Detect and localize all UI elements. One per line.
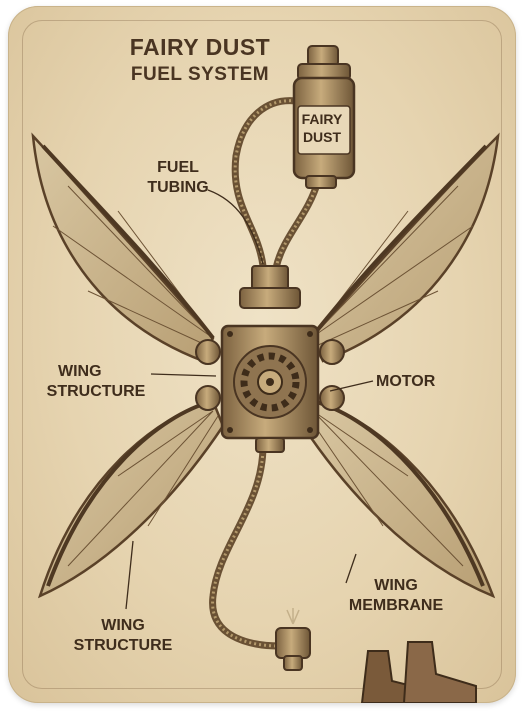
label-motor: MOTOR [376,372,466,392]
boots [362,642,476,703]
title-line-2: FUEL SYSTEM [100,64,300,86]
fuel-tube-right [276,181,318,268]
lower-fuel-tube [213,446,280,646]
label-fuel-tubing: FUEL TUBING [138,158,218,198]
canister-label: FAIRY DUST [290,110,354,146]
label-wing-structure-upper: WING STRUCTURE [36,362,156,402]
label-wing-membrane: WING MEMBRANE [334,576,458,616]
fuel-nozzle [276,608,310,670]
lower-right-wing [303,401,493,596]
diagram-card: FAIRY DUST FUEL SYSTEM FAIRY DUST FUEL T… [8,6,516,703]
label-wing-structure-lower: WING STRUCTURE [60,616,186,656]
title-line-1: FAIRY DUST [100,34,300,61]
leader-wing-structure-lower [126,541,133,609]
lower-left-wing [40,401,223,596]
leader-fuel-tubing [208,190,263,264]
leader-wing-structure-upper [151,374,216,376]
